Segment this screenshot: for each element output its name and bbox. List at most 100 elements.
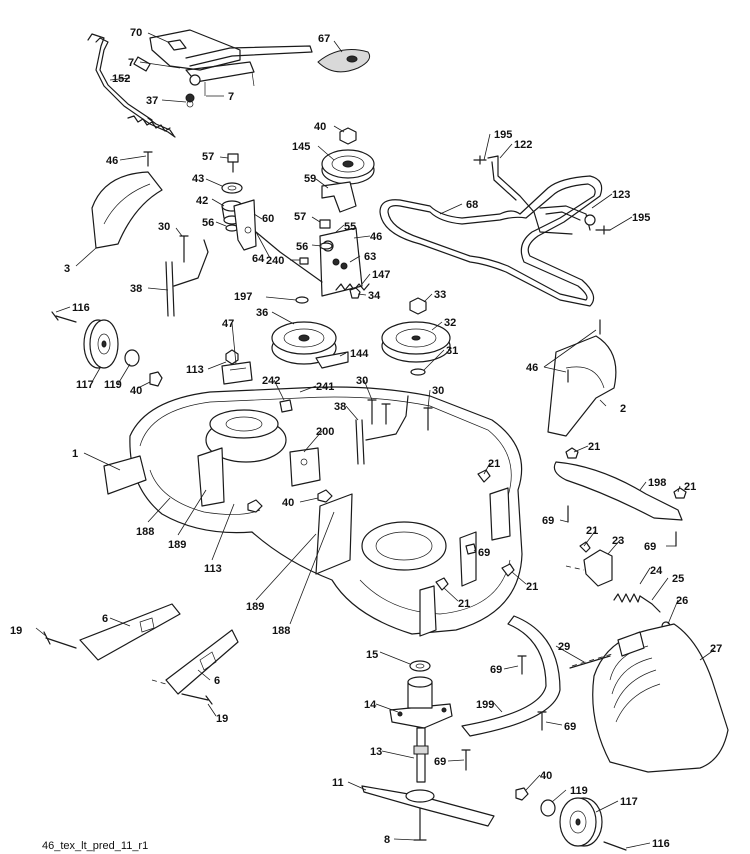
bracket-6a <box>79 603 181 661</box>
pulley-32 <box>381 321 451 363</box>
washer-119b <box>540 799 556 817</box>
bracket-59 <box>321 181 357 213</box>
callout-119b: 119 <box>570 785 588 797</box>
wheel-117-right <box>559 797 603 847</box>
callout-15: 15 <box>366 649 378 661</box>
washer-43 <box>221 182 243 194</box>
callout-188a: 188 <box>136 526 154 538</box>
bolt-69c <box>517 655 527 675</box>
spring-152 <box>127 115 171 132</box>
wheel-117-left <box>83 319 119 369</box>
bolt-30a <box>179 235 189 263</box>
callout-40c: 40 <box>282 497 294 509</box>
callout-242: 242 <box>262 375 280 387</box>
bolt-116b <box>603 841 627 851</box>
callout-8: 8 <box>384 834 390 846</box>
callout-195a: 195 <box>494 129 512 141</box>
leader-lines <box>35 32 715 849</box>
callout-19a: 19 <box>10 625 22 637</box>
callout-1: 1 <box>72 448 78 460</box>
callout-123: 123 <box>612 189 630 201</box>
bolt-195b <box>595 225 611 235</box>
belt-guide-122 <box>487 155 573 235</box>
bolt-69f <box>461 749 471 771</box>
belt-cover-3 <box>91 171 163 249</box>
nut-21a <box>477 469 491 483</box>
callout-63: 63 <box>364 251 376 263</box>
callout-241: 241 <box>316 381 334 393</box>
callout-27: 27 <box>710 643 722 655</box>
callout-189b: 189 <box>246 601 264 613</box>
callout-7a: 7 <box>128 57 134 69</box>
callout-21a: 21 <box>488 458 500 470</box>
nut-34 <box>349 287 361 299</box>
handle-grip-67 <box>317 49 371 73</box>
callout-200: 200 <box>316 426 334 438</box>
bracket-47 <box>221 361 253 385</box>
callout-labels: 70 67 7 7 152 37 40 145 195 122 46 57 43… <box>10 27 722 850</box>
callout-36: 36 <box>256 307 268 319</box>
bolt-57 <box>227 153 239 173</box>
callout-56a: 56 <box>202 217 214 229</box>
callout-31: 31 <box>446 345 458 357</box>
callout-46b: 46 <box>370 231 382 243</box>
pulley-36 <box>271 321 337 365</box>
shaft-13 <box>413 727 429 783</box>
callout-7b: 7 <box>228 91 234 103</box>
callout-119a: 119 <box>104 379 122 391</box>
callout-30b: 30 <box>356 375 368 387</box>
callout-145: 145 <box>292 141 310 153</box>
bolt-69b <box>567 505 677 547</box>
washer-31 <box>410 368 426 376</box>
callout-60: 60 <box>262 213 274 225</box>
callout-117a: 117 <box>76 379 94 391</box>
callout-198: 198 <box>648 477 666 489</box>
callout-47: 47 <box>222 318 234 330</box>
callout-117b: 117 <box>620 796 638 808</box>
callout-189a: 189 <box>168 539 186 551</box>
callout-37: 37 <box>146 95 158 107</box>
bolt-8 <box>413 807 427 841</box>
callout-57b: 57 <box>294 211 306 223</box>
callout-64: 64 <box>252 253 265 265</box>
callout-122: 122 <box>514 139 532 151</box>
bracket-23 <box>583 549 613 587</box>
bracket-198 <box>553 461 683 521</box>
callout-188b: 188 <box>272 625 290 637</box>
bracket-6b <box>165 629 239 695</box>
callout-21f: 21 <box>458 598 470 610</box>
callout-152: 152 <box>112 73 130 85</box>
bolt-69e <box>537 711 547 731</box>
callout-25: 25 <box>672 573 684 585</box>
bolt-46c <box>567 319 601 383</box>
callout-38b: 38 <box>334 401 346 413</box>
washer-119a <box>124 349 140 367</box>
callout-56b: 56 <box>296 241 308 253</box>
bracket-199 <box>461 615 561 737</box>
belt-cover-2 <box>547 335 617 437</box>
callout-69b: 69 <box>478 547 490 559</box>
idler-pulley-145 <box>321 149 375 185</box>
callout-21b: 21 <box>588 441 600 453</box>
nut-40d <box>515 787 529 801</box>
nut-21f <box>579 541 591 553</box>
nut-40b <box>149 371 163 387</box>
callout-21e: 21 <box>526 581 538 593</box>
callout-30a: 30 <box>158 221 170 233</box>
callout-69f: 69 <box>434 756 446 768</box>
bolt-116a <box>51 311 77 323</box>
idler-arm-55 <box>319 227 363 297</box>
callout-70: 70 <box>130 27 142 39</box>
callout-32: 32 <box>444 317 456 329</box>
spring-24 <box>613 593 641 603</box>
nut-21b <box>565 447 579 459</box>
callout-42: 42 <box>196 195 208 207</box>
callout-46c: 46 <box>526 362 538 374</box>
spindle-14 <box>389 676 453 729</box>
callout-197: 197 <box>234 291 252 303</box>
callout-68: 68 <box>466 199 478 211</box>
callout-19b: 19 <box>216 713 228 725</box>
bolt-240 <box>299 257 309 265</box>
callout-113b: 113 <box>204 563 222 575</box>
